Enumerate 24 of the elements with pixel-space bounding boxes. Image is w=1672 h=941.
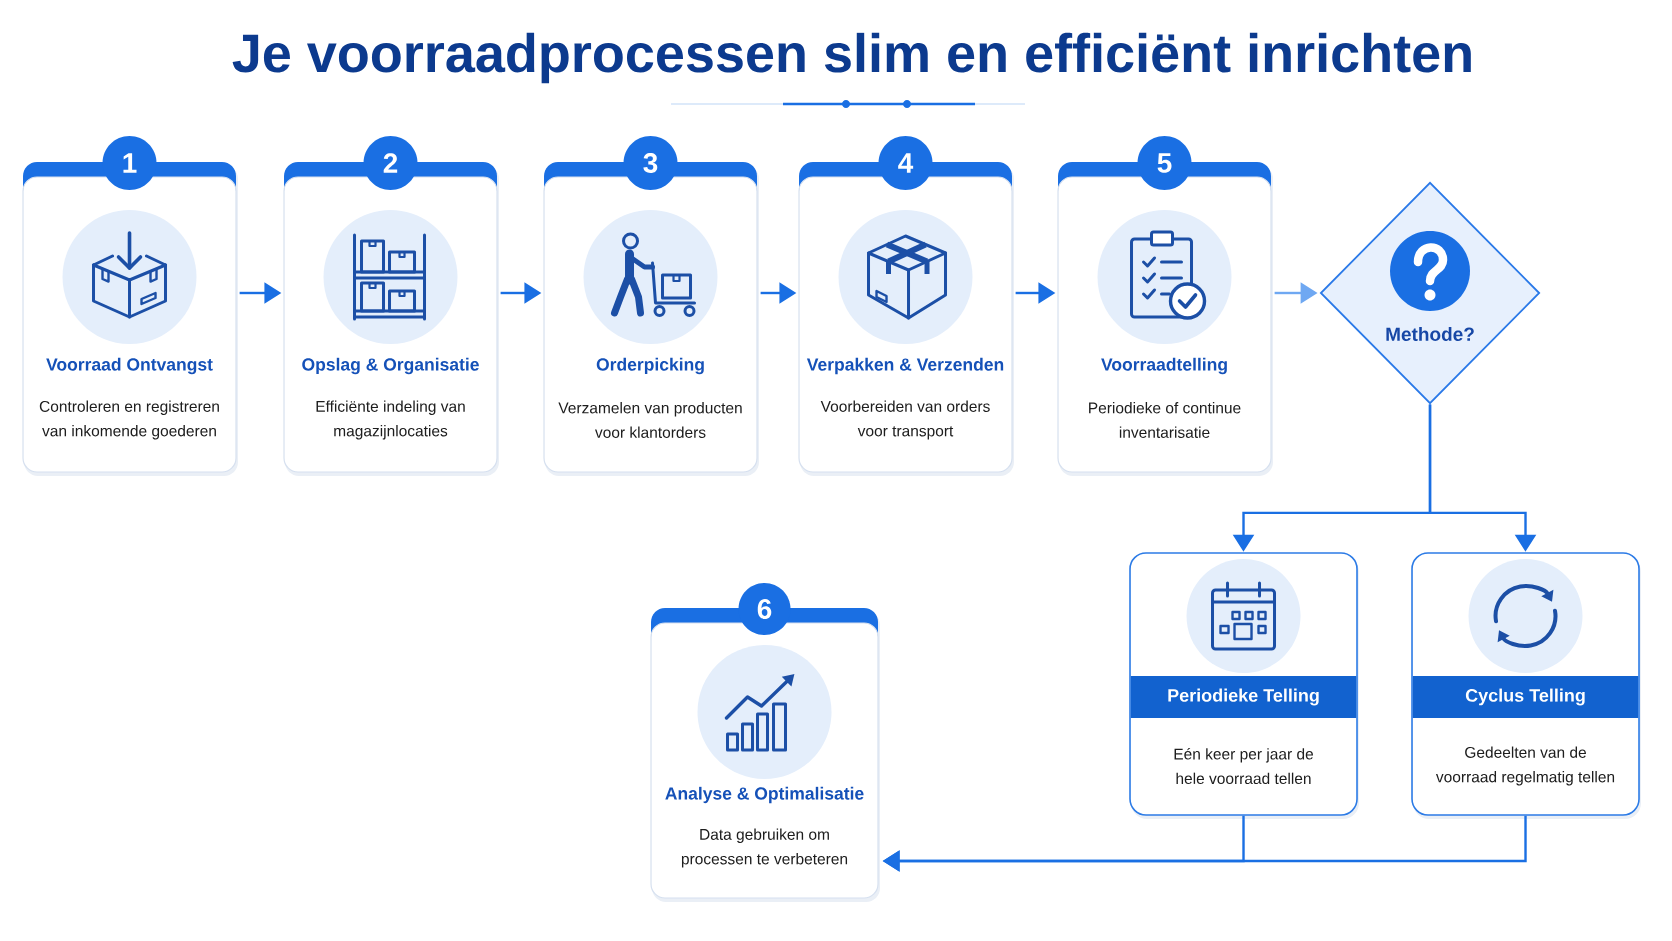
card-description: Verzamelen van producten voor klantorders [558, 402, 742, 438]
card-title: Opslag & Organisatie [302, 357, 479, 375]
card-description: Controleren en registreren van inkomende goederen [39, 400, 219, 440]
card-description: Efficiënte indeling van magazijnlocaties [316, 400, 465, 440]
title: Je voorraadprocessen slim en efficiënt inrichten [232, 32, 1471, 84]
card-description: Gedeelten van de voorraad regelmatig tellen [1435, 746, 1615, 786]
card-description: Voorbereiden van orders voor transport [820, 400, 990, 440]
number-badge: 4 [878, 136, 933, 190]
card-title: Voorraadtelling [1101, 357, 1227, 375]
card-description: Data gebruiken om processen te verbeteren [681, 828, 848, 868]
number-badge: 5 [1137, 136, 1192, 190]
card-title: Orderpicking [596, 357, 704, 375]
number-badge: 1 [102, 136, 157, 190]
card-title: Verpakken & Verzenden [806, 357, 1004, 375]
card-title: Voorraad Ontvangst [46, 357, 213, 375]
number-badge: 2 [363, 136, 418, 190]
decision-label: Methode? [1386, 327, 1474, 341]
header-band: Periodieke Telling [1130, 676, 1357, 718]
number-badge: 6 [738, 583, 791, 635]
number-badge: 3 [623, 136, 678, 190]
card-title: Analyse & Optimalisatie [665, 786, 864, 804]
card-description: Eén keer per jaar de hele voorraad tellen [1174, 748, 1313, 785]
card-description: Periodieke of continue inventarisatie [1089, 402, 1241, 438]
header-band: Cyclus Telling [1412, 676, 1639, 718]
